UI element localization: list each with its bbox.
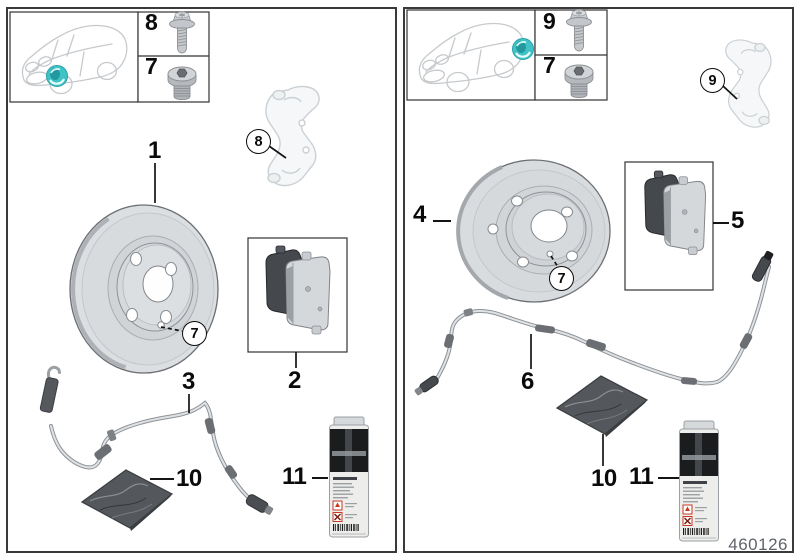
diagram-id: 460126 (728, 535, 788, 554)
left-car-location-box (9, 11, 139, 103)
right-leader-lines (433, 85, 738, 479)
left-leader-lines (150, 145, 328, 480)
fastener-label-7[interactable]: 7 (145, 53, 158, 79)
rear-wear-sensor-drawing (414, 250, 774, 396)
right-fastener-box (534, 9, 608, 101)
left-fastener-box (137, 11, 210, 103)
brake-cleaner-can-drawing (678, 420, 720, 542)
front-wheel-highlight-icon (45, 64, 69, 88)
rear-wheel-highlight-icon (511, 37, 535, 61)
right-car-location-box (406, 9, 536, 101)
callout-rear-carrier-circled[interactable]: 9 (700, 68, 725, 93)
callout-front-set-screw-circled[interactable]: 7 (182, 321, 207, 346)
fastener-label-9[interactable]: 9 (543, 8, 556, 34)
rear-brake-disc-drawing (456, 158, 612, 304)
callout-rear-disc[interactable]: 4 (413, 201, 426, 228)
front-brake-disc-drawing (70, 205, 218, 373)
callout-front-cleaner[interactable]: 11 (282, 463, 307, 490)
callout-rear-set-screw-circled[interactable]: 7 (549, 266, 574, 291)
front-wear-sensor-drawing (39, 365, 274, 515)
callout-rear-cleaner[interactable]: 11 (629, 463, 654, 490)
callout-rear-pads[interactable]: 5 (731, 207, 744, 234)
callout-front-carrier-circled[interactable]: 8 (246, 129, 271, 154)
callout-front-sensor[interactable]: 3 (182, 368, 195, 395)
callout-rear-sensor[interactable]: 6 (521, 368, 534, 395)
rear-pads-box (624, 161, 714, 291)
brake-cleaner-can-drawing (328, 416, 370, 538)
callout-front-grease-pouch[interactable]: 10 (176, 465, 202, 492)
fastener-label-7[interactable]: 7 (543, 52, 556, 78)
callout-rear-grease-pouch[interactable]: 10 (591, 465, 617, 492)
front-pads-box (247, 237, 348, 353)
callout-front-disc[interactable]: 1 (148, 137, 161, 164)
callout-front-pads[interactable]: 2 (288, 367, 301, 394)
fastener-label-8[interactable]: 8 (145, 9, 158, 35)
